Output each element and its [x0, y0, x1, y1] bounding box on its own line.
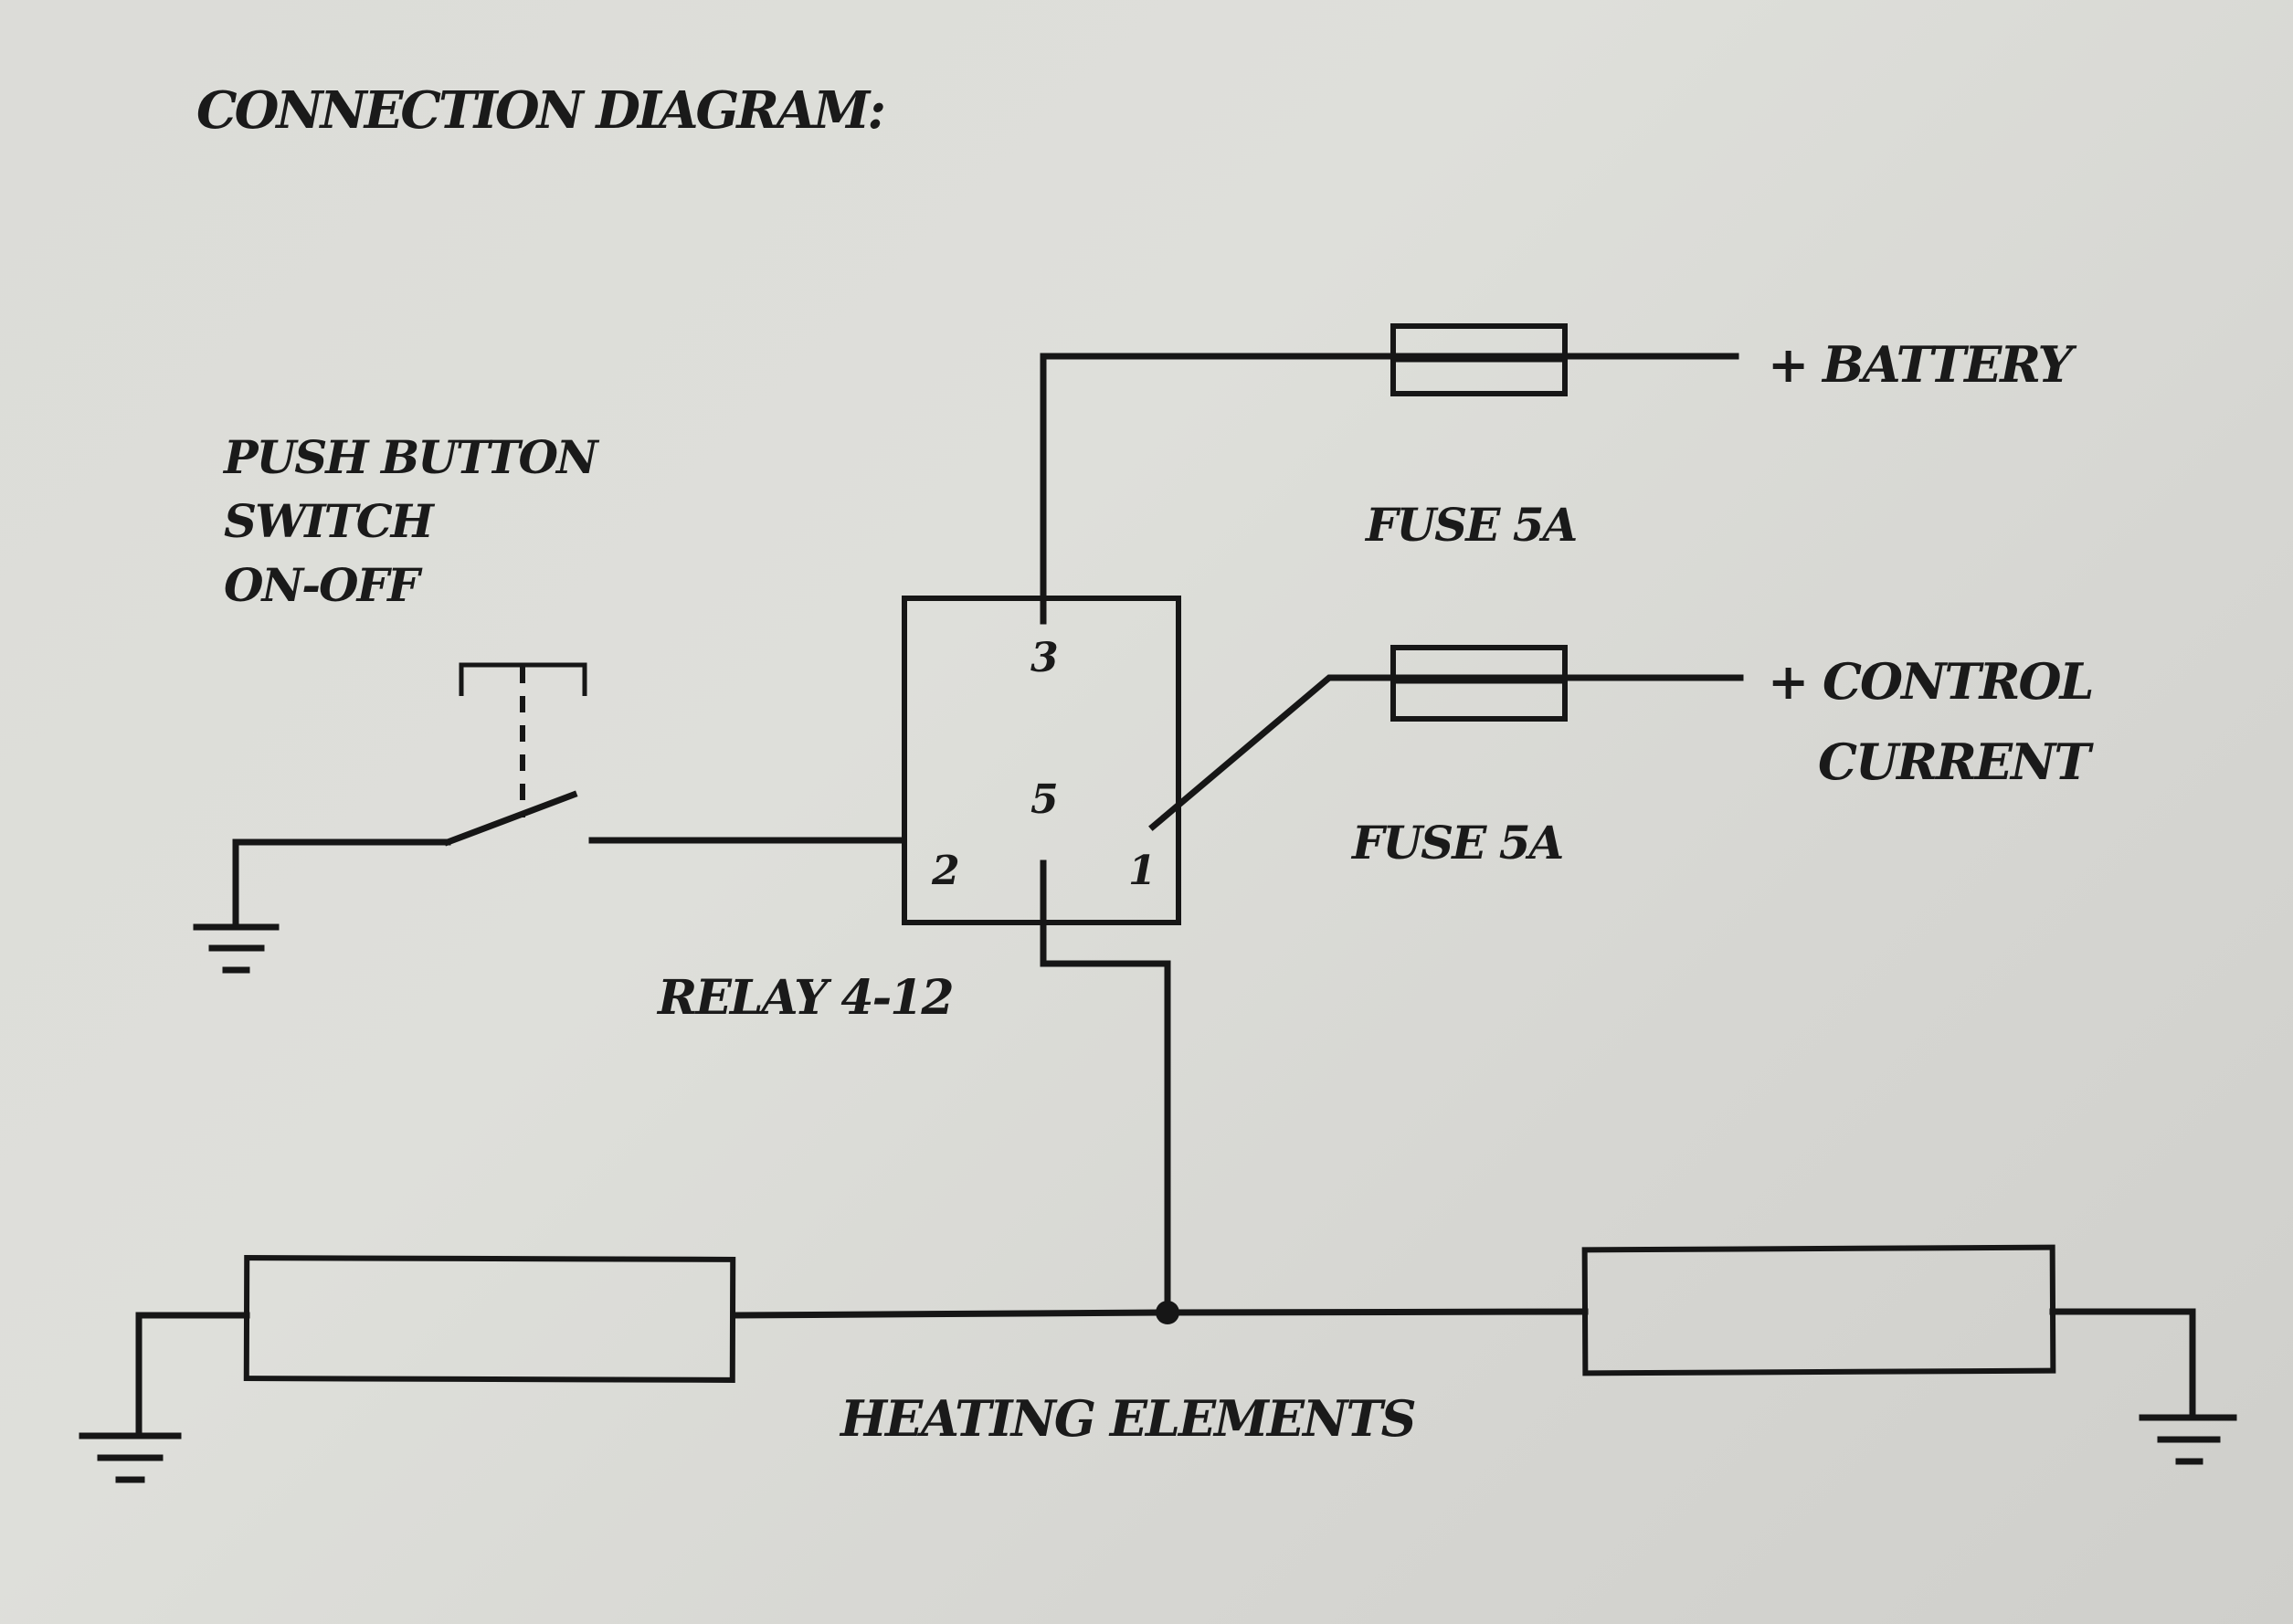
fuse-bottom-label: FUSE 5A	[1350, 816, 1563, 870]
relay-pin-2: 2	[931, 848, 960, 894]
relay-output-wire	[1040, 859, 1171, 1316]
heating-bus-left	[732, 1309, 1171, 1319]
relay-pin-3: 3	[1030, 635, 1059, 681]
heating-right-ground-wire	[2049, 1308, 2196, 1415]
ground-icon	[193, 923, 280, 974]
heating-bus-right	[1164, 1308, 1589, 1316]
relay-pin-1: 1	[1128, 848, 1157, 894]
switch-label-line-3: ON-OFF	[224, 558, 423, 612]
relay-pin-5: 5	[1030, 776, 1059, 823]
switch-label-line-1: PUSH BUTTON	[222, 430, 600, 484]
ground-icon	[79, 1432, 182, 1483]
push-button-cap-icon	[459, 662, 587, 696]
heating-left-ground-wire	[135, 1312, 250, 1436]
heating-elements-label: HEATING ELEMENTS	[839, 1389, 1415, 1448]
fuse-top-label: FUSE 5A	[1364, 498, 1577, 552]
heating-element-right	[1581, 1244, 2056, 1376]
control-label-line-2: CURRENT	[1818, 733, 2094, 791]
switch-label-line-2: SWITCH	[224, 494, 436, 548]
control-wire	[1148, 674, 1744, 831]
control-label-line-1: + CONTROL	[1768, 652, 2093, 711]
switch-contact-arm	[443, 790, 578, 847]
battery-label: + BATTERY	[1768, 335, 2076, 394]
relay-label: RELAY 4-12	[656, 970, 953, 1026]
battery-wire	[1040, 353, 1739, 625]
diagram-title: CONNECTION DIAGRAM:	[196, 80, 883, 141]
switch-ground-wire	[232, 838, 451, 926]
ground-icon	[2139, 1414, 2237, 1465]
heating-element-left	[243, 1255, 736, 1383]
